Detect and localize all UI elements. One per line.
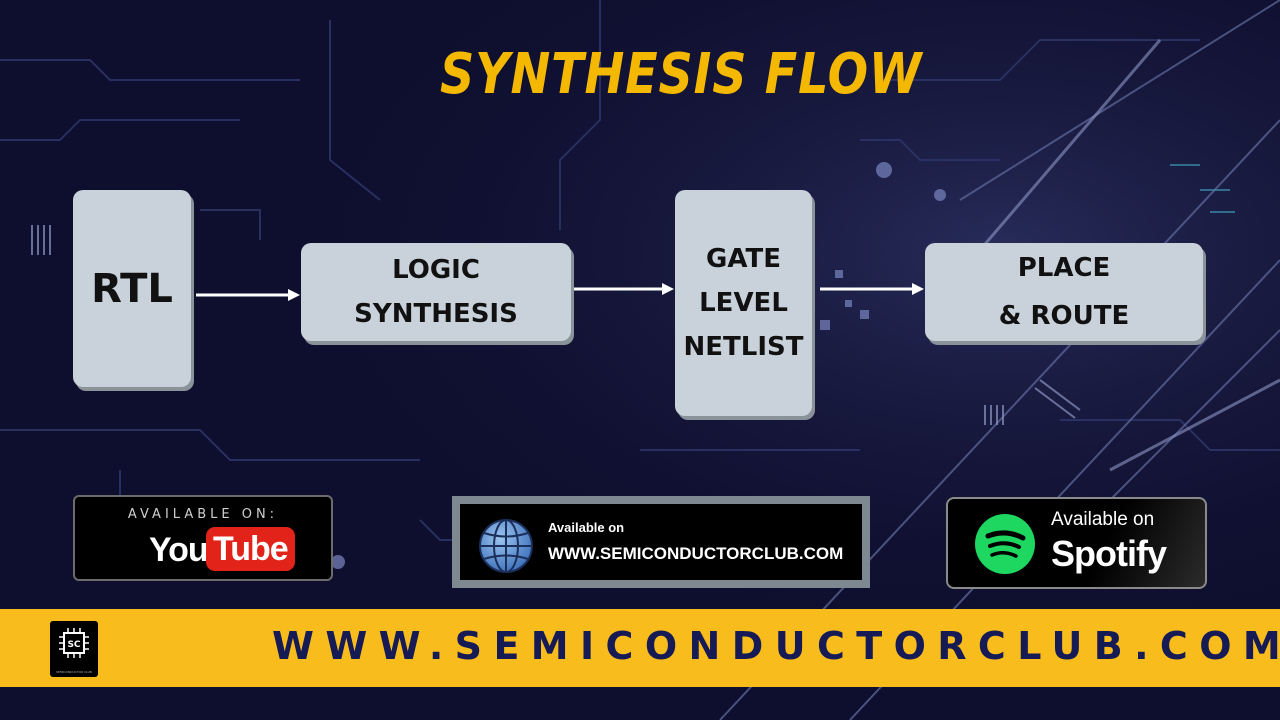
flow-step-label: & ROUTE <box>998 301 1130 331</box>
spotify-wordmark: Spotify <box>1051 533 1167 574</box>
flow-step-place-route: PLACE & ROUTE <box>925 243 1203 341</box>
flow-step-label: LEVEL <box>699 288 788 318</box>
flow-step-label: PLACE <box>1017 253 1111 283</box>
spotify-available-label: Available on <box>1051 509 1155 530</box>
youtube-logo-text: You <box>149 531 209 569</box>
website-available-label: Available on <box>548 520 625 535</box>
logo-text: SC <box>67 640 80 650</box>
spotify-icon <box>975 514 1035 574</box>
flow-step-label: GATE <box>706 244 781 274</box>
chip-logo-icon: SC SEMICONDUCTOR CLUB <box>50 621 98 677</box>
website-url[interactable]: WWW.SEMICONDUCTORCLUB.COM <box>548 544 844 563</box>
arrow-icon <box>571 283 674 295</box>
flow-step-gate-level-netlist: GATE LEVEL NETLIST <box>675 190 812 416</box>
website-badge[interactable]: Available on WWW.SEMICONDUCTORCLUB.COM <box>452 496 870 588</box>
flow-step-logic-synthesis: LOGIC SYNTHESIS <box>301 243 571 341</box>
flow-step-label: RTL <box>91 265 173 312</box>
footer-band: SC SEMICONDUCTOR CLUB WWW.SEMICONDUCTORC… <box>0 609 1280 687</box>
spotify-badge[interactable]: Available on Spotify <box>946 497 1207 589</box>
globe-icon <box>479 519 533 573</box>
page-title: SYNTHESIS FLOW <box>440 42 923 107</box>
flow-step-label: LOGIC <box>392 255 480 285</box>
flow-arrows <box>196 283 924 301</box>
youtube-badge[interactable]: AVAILABLE ON: You Tube <box>73 495 333 581</box>
footer-url[interactable]: WWW.SEMICONDUCTORCLUB.COM <box>272 624 1280 668</box>
arrow-icon <box>820 283 924 295</box>
flow-step-label: SYNTHESIS <box>354 299 518 329</box>
flow-step-label: NETLIST <box>683 332 804 362</box>
flow-step-rtl: RTL <box>73 190 191 387</box>
arrow-icon <box>196 289 300 301</box>
logo-caption: SEMICONDUCTOR CLUB <box>56 670 92 674</box>
youtube-logo-tube: Tube <box>206 527 295 571</box>
youtube-available-label: AVAILABLE ON: <box>127 507 279 522</box>
